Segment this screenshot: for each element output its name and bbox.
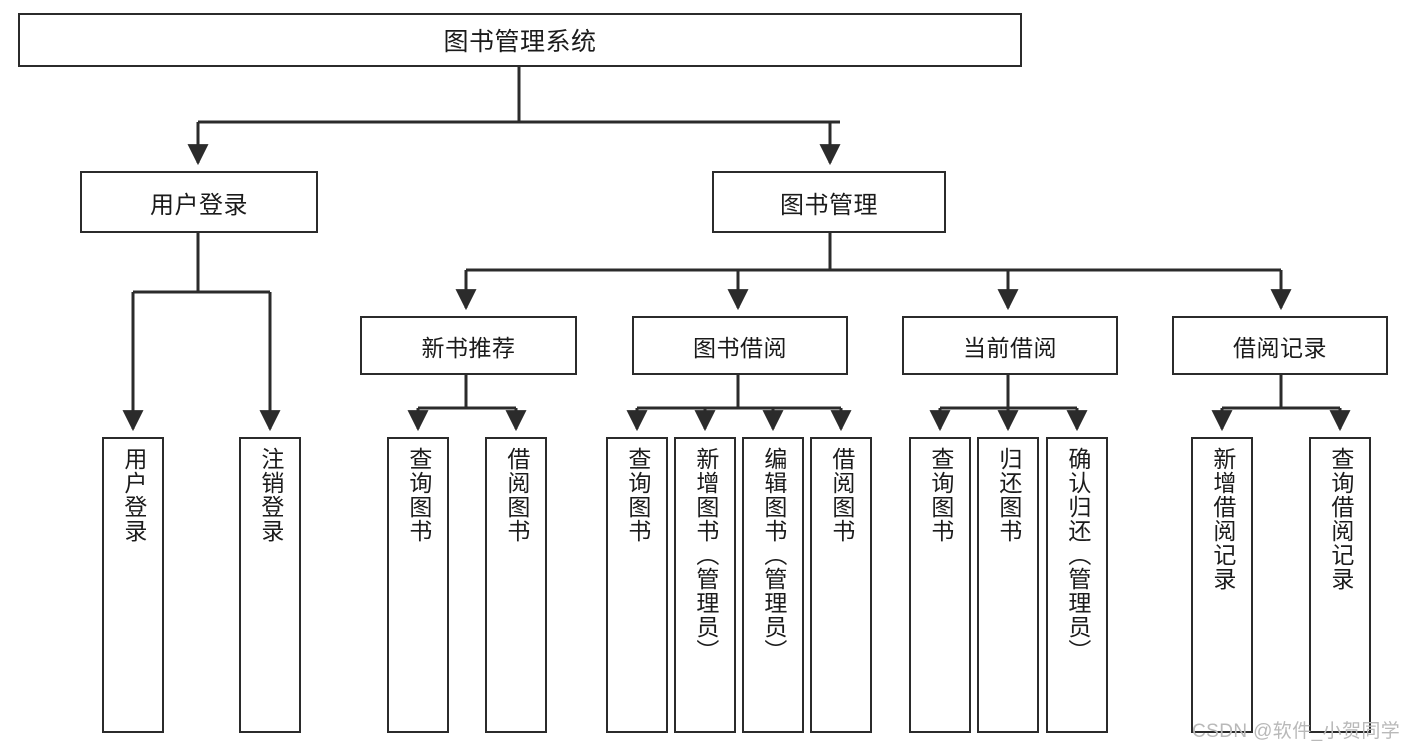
leaf-confirm-return-admin[interactable]: 确认归还（管理员） (1046, 437, 1108, 733)
leaf-borrow-book-newbook[interactable]: 借阅图书 (485, 437, 547, 733)
node-book-management-system[interactable]: 图书管理系统 (18, 13, 1022, 67)
node-label: 查询图书 (405, 447, 432, 543)
node-label: 归还图书 (995, 447, 1022, 543)
node-label: 查询图书 (624, 447, 651, 543)
node-book-borrow[interactable]: 图书借阅 (632, 316, 848, 375)
leaf-user-login[interactable]: 用户登录 (102, 437, 164, 733)
leaf-logout[interactable]: 注销登录 (239, 437, 301, 733)
leaf-return-book[interactable]: 归还图书 (977, 437, 1039, 733)
node-label: 图书借阅 (693, 334, 787, 361)
leaf-query-book-current[interactable]: 查询图书 (909, 437, 971, 733)
node-label: 编辑图书（管理员） (760, 447, 787, 663)
node-label: 图书管理 (780, 191, 878, 219)
node-label: 新增图书（管理员） (692, 447, 719, 663)
node-label: 查询借阅记录 (1327, 447, 1354, 591)
node-label: 借阅记录 (1233, 334, 1327, 361)
node-label: 确认归还（管理员） (1064, 447, 1091, 663)
leaf-query-book-borrow[interactable]: 查询图书 (606, 437, 668, 733)
leaf-borrow-book[interactable]: 借阅图书 (810, 437, 872, 733)
node-borrow-record[interactable]: 借阅记录 (1172, 316, 1388, 375)
node-label: 借阅图书 (503, 447, 530, 543)
leaf-add-borrow-record[interactable]: 新增借阅记录 (1191, 437, 1253, 733)
node-label: 用户登录 (150, 191, 248, 219)
node-book-management[interactable]: 图书管理 (712, 171, 946, 233)
node-label: 查询图书 (927, 447, 954, 543)
node-label: 图书管理系统 (443, 28, 597, 56)
node-new-book-recommend[interactable]: 新书推荐 (360, 316, 577, 375)
node-label: 用户登录 (120, 447, 147, 543)
node-label: 借阅图书 (828, 447, 855, 543)
node-user-login[interactable]: 用户登录 (80, 171, 318, 233)
csdn-watermark: CSDN @软件_小贺同学 (1192, 721, 1401, 742)
leaf-edit-book-admin[interactable]: 编辑图书（管理员） (742, 437, 804, 733)
leaf-add-book-admin[interactable]: 新增图书（管理员） (674, 437, 736, 733)
node-current-borrow[interactable]: 当前借阅 (902, 316, 1118, 375)
leaf-query-book-newbook[interactable]: 查询图书 (387, 437, 449, 733)
node-label: 新增借阅记录 (1209, 447, 1236, 591)
node-label: 注销登录 (257, 447, 284, 543)
node-label: 新书推荐 (421, 334, 516, 361)
leaf-query-borrow-record[interactable]: 查询借阅记录 (1309, 437, 1371, 733)
node-label: 当前借阅 (963, 334, 1057, 361)
